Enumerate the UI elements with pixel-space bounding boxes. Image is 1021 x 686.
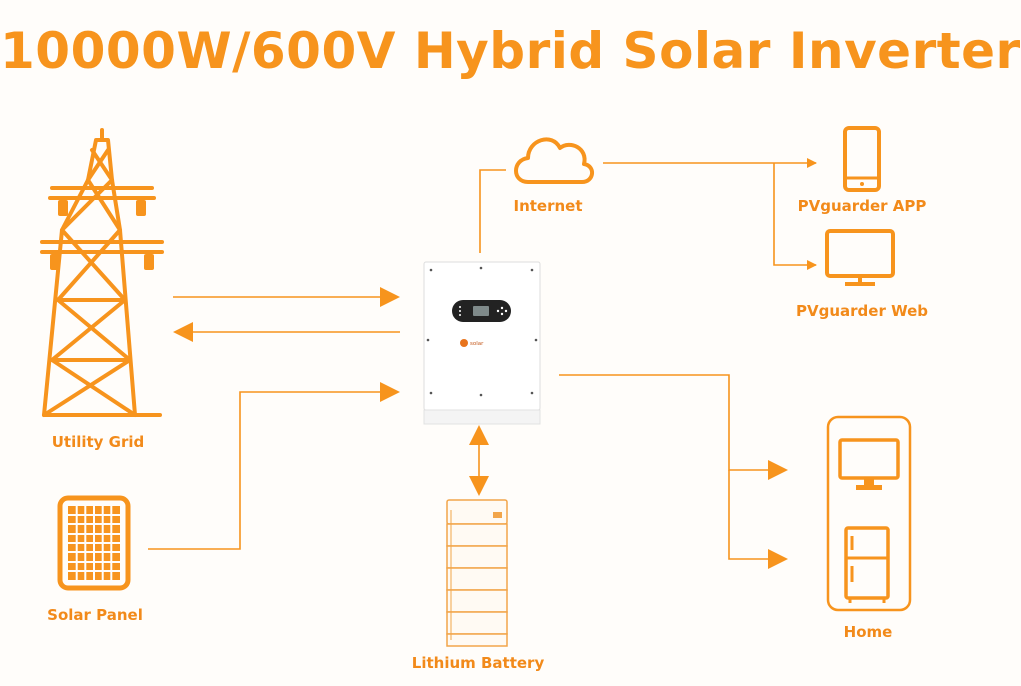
home-appliances-icon [826, 415, 912, 612]
inverter-to-internet-line [479, 169, 506, 253]
inverter-brand: solar [470, 341, 484, 347]
inverter-unit: solar [423, 261, 541, 425]
home-label: Home [843, 623, 893, 641]
page-title: 10000W/600V Hybrid Solar Inverter [0, 22, 1021, 80]
app-label: PVguarder APP [797, 197, 927, 215]
internet-label: Internet [513, 197, 583, 215]
battery-label: Lithium Battery [411, 654, 545, 672]
web-label: PVguarder Web [796, 302, 928, 320]
smartphone-icon [843, 126, 881, 192]
internet-to-web-arrow [773, 163, 817, 270]
utility-grid-label: Utility Grid [51, 433, 145, 451]
battery-stack-icon [446, 499, 508, 647]
monitor-icon [825, 229, 895, 286]
inverter-to-home-arrow-2 [728, 470, 788, 569]
transmission-tower-icon [40, 128, 164, 417]
inverter-to-home-arrow-1 [559, 374, 788, 480]
solar-to-inverter-arrow [148, 382, 400, 550]
cloud-icon [514, 137, 594, 184]
system-diagram: solar [40, 126, 912, 647]
solar-panel-icon [57, 495, 131, 591]
solar-panel-label: Solar Panel [47, 606, 143, 624]
